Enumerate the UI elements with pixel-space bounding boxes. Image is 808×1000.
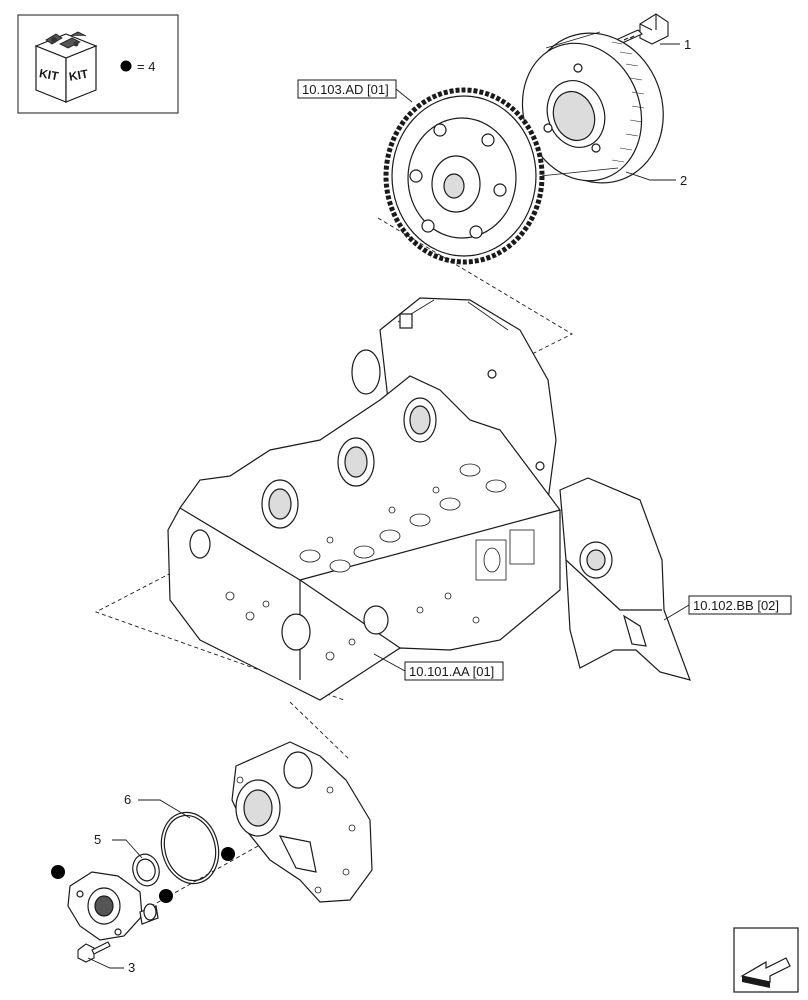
ref-flywheel-housing-leader [663,604,690,621]
kit-box-icon: KIT KIT [34,31,98,103]
flywheel-housing-part [559,477,691,681]
callout-5: 5 [94,832,101,847]
callout-2: 2 [680,173,687,188]
screw-part [77,941,111,963]
ref-flywheel-housing-label: 10.102.BB [02] [693,598,779,613]
callout-3: 3 [128,960,135,975]
kit-label-right: KIT [68,67,90,84]
bolt-part [615,13,669,45]
callout-1: 1 [684,37,691,52]
kit-marker-dot [51,865,65,879]
gear-part [383,87,545,265]
ref-cylinder-block-label: 10.101.AA [01] [409,664,494,679]
cylinder-block-part [167,297,561,701]
kit-markers [51,847,235,903]
ref-cylinder-block-leader [373,653,406,672]
damper-part [521,31,664,184]
pump-cover-part [67,871,159,941]
legend-frame [17,14,179,114]
ref-gear-leader [395,88,413,103]
o-ring-part [160,811,220,885]
ref-gear[interactable]: 10.103.AD [01] [297,79,397,99]
seal-ring-part [132,853,160,887]
callout-leaders [87,43,680,969]
callout-6: 6 [124,792,131,807]
ref-flywheel-housing[interactable]: 10.102.BB [02] [688,595,792,615]
kit-quantity-label: = 4 [137,59,155,74]
kit-marker-dot [120,60,132,72]
ref-gear-label: 10.103.AD [01] [302,82,389,97]
kit-marker-dot [221,847,235,861]
kit-legend: KIT KIT = 4 [17,14,179,114]
front-cover-part [231,741,373,903]
navigation-arrow-icon[interactable] [733,927,799,993]
ref-cylinder-block[interactable]: 10.101.AA [01] [404,661,504,681]
kit-marker-dot [159,889,173,903]
kit-label-left: KIT [38,66,60,83]
